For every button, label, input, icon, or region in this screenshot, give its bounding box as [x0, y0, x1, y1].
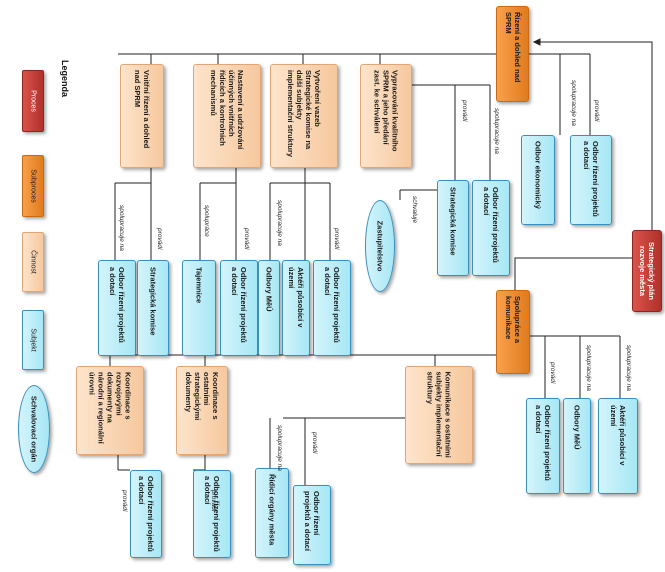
label-schvaluje: schvaluje — [411, 196, 418, 224]
subject-odbory-mou-spol[interactable]: Odbory MěÚ — [563, 398, 591, 494]
label-provadi-vyp: provádí — [461, 100, 468, 122]
label-spoluprace-na-kom: spolupracuje na — [276, 425, 283, 471]
label-provadi-vaz: provádí — [333, 228, 340, 250]
activity-komunikace[interactable]: Komunikace s ostatními subjekty implemen… — [405, 366, 473, 464]
subject-strategicka-komise-vnit[interactable]: Strategická komise — [137, 260, 169, 356]
label-spoluprace-na-spol-2: spolupracuje na — [625, 345, 632, 391]
subject-ofpd-nast[interactable]: Odbor řízení projektů a dotací — [220, 260, 258, 356]
label-spoluprace-na-vyp: spolupracuje na — [493, 108, 500, 154]
label-provadi-spol: provádí — [549, 362, 556, 384]
legend-cinnost: Činnost — [22, 232, 44, 292]
subject-odbor-ekonomicky[interactable]: Odbor ekonomický — [521, 135, 555, 225]
legend-schvalovaci-organ: Schvalovací orgán — [18, 385, 50, 473]
label-spoluprace: spolupráce — [203, 205, 210, 237]
label-provadi-kom: provádí — [311, 432, 318, 454]
activity-vytvoreni-vazeb[interactable]: Vytvoření vazeb Strategické komise na da… — [270, 64, 338, 168]
subject-akteri-vaz[interactable]: Aktéři působící v území — [282, 260, 310, 356]
legend-subjekt: Subjekt — [22, 310, 44, 370]
label-provadi-ko: provádí — [210, 490, 217, 512]
label-provadi: provádí — [593, 100, 600, 122]
subject-ofpd-vyp[interactable]: Odbor řízení projektů a dotací — [472, 180, 510, 276]
legend-title: Legenda — [60, 60, 70, 98]
subject-ofpd-ko[interactable]: Odbor řízení projektů a dotací — [193, 470, 231, 558]
label-provadi-vnit: provádí — [156, 228, 163, 250]
label-spoluprace-na-spol: spolupracuje na — [585, 345, 592, 391]
activity-koordinace-rozvojove[interactable]: Koordinace s rozvojovými dokumenty na ná… — [76, 366, 144, 455]
subject-ofpd-vnit[interactable]: Odbor řízení projektů a dotací — [98, 260, 136, 356]
subject-ofpd-vaz[interactable]: Odbor řízení projektů a dotací — [313, 260, 351, 356]
activity-vnitrni-rizeni[interactable]: Vnitřní řízení a dohled nad SPRM — [120, 64, 164, 168]
legend-proces: Proces — [22, 70, 44, 132]
subject-ridici-organy[interactable]: Řídicí orgány města — [255, 468, 289, 558]
process-strategicky-plan[interactable]: Strategický plán rozvoje města — [632, 230, 662, 312]
label-spoluprace-na-vnit: spolupracuje na — [118, 205, 125, 251]
subject-odbory-mou-vaz[interactable]: Odbory MěÚ — [258, 260, 280, 356]
label-provadi-kr: provádí — [121, 490, 128, 512]
subject-ofpd-kr[interactable]: Odbor řízení projektů a dotací — [130, 470, 162, 558]
subject-strategicka-komise-vyp[interactable]: Strategická komise — [437, 180, 469, 276]
subject-ofpd-spol[interactable]: Odbor řízení projektů a dotací — [526, 398, 560, 494]
activity-koordinace-ostatni[interactable]: Koordinace s ostatními strategickými dok… — [176, 366, 228, 455]
subject-akteri-spol[interactable]: Aktéři působící v území — [598, 398, 638, 494]
activity-vypracovani[interactable]: Vypracování kvalitního SPRM a jeho předá… — [360, 64, 412, 168]
subject-tajemnice[interactable]: Tajemnice — [182, 260, 216, 356]
subprocess-spoluprace[interactable]: Spolupráce a komunikace — [496, 290, 530, 374]
legend-subproces: Subproces — [22, 155, 44, 217]
activity-nastaveni[interactable]: Nastavení a udržování účinných vnitřních… — [193, 64, 261, 168]
subprocess-rizeni[interactable]: Řízení a dohled nad SPRM — [496, 6, 529, 102]
approval-zastupitelstvo[interactable]: Zastupitelstvo — [365, 200, 395, 292]
label-spoluprace-na: spolupracuje na — [570, 80, 577, 126]
label-spoluprace-na-vaz: spolupracuje na — [276, 200, 283, 246]
label-provadi-nast: provádí — [243, 228, 250, 250]
subject-ofpd-kom[interactable]: Odbor řízení projektů a dotací — [293, 485, 331, 565]
subject-ofpd-rizeni[interactable]: Odbor řízení projektů a dotací — [570, 135, 612, 225]
